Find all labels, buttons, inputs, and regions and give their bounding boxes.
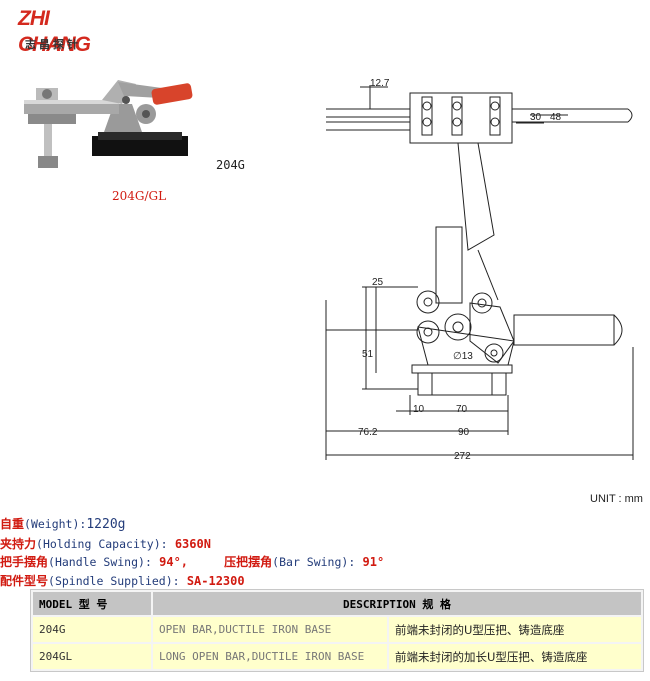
spec-list: 自重(Weight):1220g 夹持力(Holding Capacity): … <box>0 515 640 590</box>
dim-side-25: 25 <box>372 277 384 288</box>
cell-desc-en: OPEN BAR,DUCTILE IRON BASE <box>153 617 387 642</box>
spec-weight: 自重(Weight):1220g <box>0 515 640 535</box>
spec-handle-value: 94°, <box>159 555 189 569</box>
spec-spindle-value: SA-12300 <box>186 573 245 588</box>
table-header-row: MODEL 型 号 DESCRIPTION 规 格 <box>33 592 641 615</box>
dim-side-70: 70 <box>456 404 468 415</box>
spec-handle-sep: : <box>144 555 152 569</box>
spec-weight-sep: : <box>79 517 87 531</box>
dim-side-10: 10 <box>413 404 425 415</box>
brand-logo: ZHI CHANG 志昌探针 <box>18 6 98 56</box>
spec-spindle-label: 配件型号 <box>0 573 49 588</box>
spec-holding-label: 夹持力 <box>0 536 37 551</box>
dim-side-272: 272 <box>454 451 471 462</box>
logo-sub-text: 志昌探针 <box>25 38 81 51</box>
spec-bar-en: (Bar Swing) <box>272 555 349 569</box>
model-caption: 204G <box>216 158 245 172</box>
dim-side-90: 90 <box>458 427 470 438</box>
spec-holding-value: 6360N <box>174 536 211 551</box>
logo-brand-text: ZHI CHANG <box>18 7 91 56</box>
cell-desc-cn: 前端未封闭的加长U型压把、铸造底座 <box>389 644 641 669</box>
spec-bar-label: 压把摆角 <box>224 555 273 569</box>
spec-spindle: 配件型号(Spindle Supplied): SA-12300 <box>0 572 640 591</box>
spec-weight-value: 1220g <box>86 517 126 532</box>
header-model: MODEL 型 号 <box>33 592 151 615</box>
unit-label: UNIT : mm <box>590 493 643 505</box>
spec-bar-value: 91° <box>362 555 385 569</box>
spec-holding-en: (Holding Capacity) <box>36 536 161 551</box>
cell-desc-en: LONG OPEN BAR,DUCTILE IRON BASE <box>153 644 387 669</box>
header-description: DESCRIPTION 规 格 <box>153 592 641 615</box>
spec-handle-label: 把手摆角 <box>0 555 49 569</box>
dim-hole: ∅13 <box>453 351 473 362</box>
variant-caption: 204G/GL <box>112 189 167 203</box>
dim-side-51: 51 <box>362 349 374 360</box>
dim-top-48: 48 <box>550 112 562 123</box>
model-table: MODEL 型 号 DESCRIPTION 规 格 204G OPEN BAR,… <box>30 589 644 672</box>
spec-holding-sep: : <box>160 536 168 551</box>
spec-spindle-sep: : <box>172 573 180 588</box>
technical-drawing: 12.7 30 48 25 51 ∅13 10 70 76.2 90 272 <box>325 78 634 462</box>
dim-side-76: 76.2 <box>358 427 378 438</box>
cell-model: 204G <box>33 617 151 642</box>
spec-weight-en: (Weight) <box>24 517 80 531</box>
cell-model: 204GL <box>33 644 151 669</box>
cell-desc-cn: 前端未封闭的U型压把、铸造底座 <box>389 617 641 642</box>
spec-swing: 把手摆角(Handle Swing): 94°, 压把摆角(Bar Swing)… <box>0 553 640 572</box>
spec-holding: 夹持力(Holding Capacity): 6360N <box>0 535 640 554</box>
spec-bar-sep: : <box>348 555 356 569</box>
dim-top-30: 30 <box>530 112 542 123</box>
table-row: 204G OPEN BAR,DUCTILE IRON BASE 前端未封闭的U型… <box>33 617 641 642</box>
spec-spindle-en: (Spindle Supplied) <box>48 573 173 588</box>
table-row: 204GL LONG OPEN BAR,DUCTILE IRON BASE 前端… <box>33 644 641 669</box>
product-photo <box>24 80 193 168</box>
dim-top-width: 12.7 <box>370 78 390 89</box>
spec-weight-label: 自重 <box>0 517 25 531</box>
spec-handle-en: (Handle Swing) <box>48 555 145 569</box>
